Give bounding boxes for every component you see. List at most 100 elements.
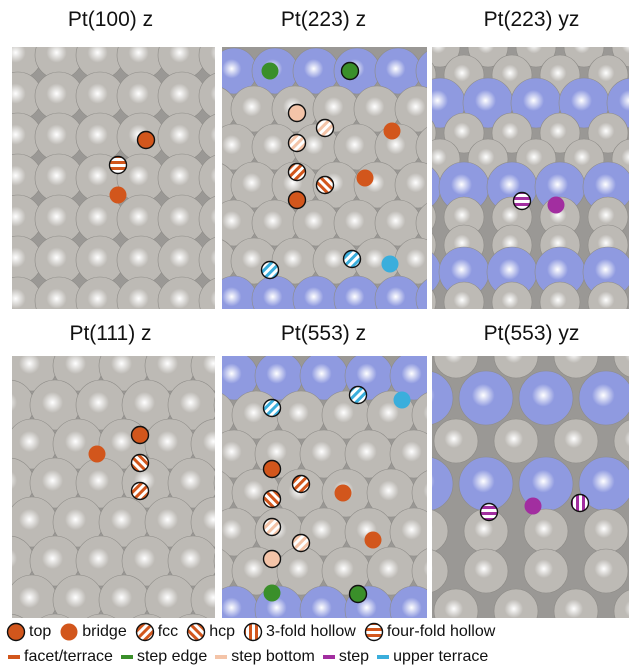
legend-color-upper-terrace: upper terrace — [377, 648, 488, 666]
pt-atom — [433, 356, 479, 379]
legend-swatch-icon — [377, 655, 390, 659]
legend-swatch-icon — [120, 655, 133, 659]
top-site-marker — [262, 459, 282, 479]
step-atom — [458, 456, 514, 512]
pt553-yz-surface-image — [432, 356, 629, 618]
legend-item-hcp: hcp — [186, 622, 235, 642]
bridge-site-marker — [109, 186, 127, 204]
legend-color-step: step — [322, 648, 369, 666]
fcc-site-marker — [291, 474, 311, 494]
panel-pt223-z — [222, 47, 427, 309]
upper-terrace-fcc-marker — [260, 260, 280, 280]
pt100-surface-image — [12, 47, 215, 309]
fcc-site-marker — [130, 481, 150, 501]
pt-atom — [491, 112, 533, 154]
pt553-z-surface-image — [222, 356, 427, 618]
pt-atom — [539, 281, 581, 309]
pt-atom — [493, 588, 539, 618]
legend-label: step bottom — [231, 648, 315, 665]
pt-atom — [583, 508, 629, 554]
pt-atom — [432, 204, 437, 230]
step-atom — [415, 279, 427, 309]
top-site-marker — [287, 190, 307, 210]
legend-label: 3-fold hollow — [265, 623, 356, 640]
step-bottom-top-marker — [262, 549, 282, 569]
legend-label: facet/terrace — [24, 648, 113, 665]
panel-pt553-yz — [432, 356, 629, 618]
pt-atom — [198, 73, 215, 119]
legend-swatch-icon — [215, 655, 228, 659]
step-four-fold-marker — [479, 502, 499, 522]
legend-label: fcc — [157, 623, 179, 640]
pt223-yz-surface-image — [432, 47, 629, 309]
pt-atom — [198, 278, 215, 309]
terrace-bridge-marker — [364, 531, 382, 549]
legend-swatch-icon — [8, 655, 20, 659]
legend-marker-icon — [135, 622, 154, 642]
pt-atom — [213, 396, 215, 414]
pt-atom — [190, 574, 215, 618]
pt223-z-surface-image — [222, 47, 427, 309]
bridge-site-marker — [88, 445, 106, 463]
upper-terrace-fcc-marker — [348, 385, 368, 405]
terrace-bridge-marker — [383, 122, 401, 140]
pt-atom — [12, 613, 24, 618]
pt-atom — [493, 418, 539, 464]
pt-atom — [443, 112, 485, 154]
legend-marker-icon — [186, 622, 206, 642]
pt-atom — [613, 419, 629, 463]
panel-title-pt223-z: Pt(223) z — [280, 8, 367, 31]
pt-atom — [553, 588, 599, 618]
step-bottom-fcc-marker — [315, 118, 335, 138]
hcp-site-marker — [262, 489, 282, 509]
pt-atom — [553, 356, 599, 379]
pt-atom — [86, 613, 116, 618]
pt-atom — [415, 203, 427, 243]
panel-pt111-z — [12, 356, 215, 618]
step-atom — [518, 370, 574, 426]
pt-atom — [132, 613, 162, 618]
pt-atom — [415, 127, 427, 167]
pt-atom — [611, 47, 629, 68]
legend-item-3-fold-hollow: 3-fold hollow — [243, 622, 356, 642]
pt-atom — [213, 552, 215, 570]
legend-color-step-bottom: step bottom — [215, 648, 315, 666]
upper-terrace-bridge-marker — [393, 391, 411, 409]
legend-label: step edge — [136, 648, 208, 665]
pt-atom — [394, 161, 427, 209]
step-bottom-top-marker — [287, 103, 307, 123]
pt-atom — [213, 474, 215, 492]
top-site-marker — [130, 425, 150, 445]
pt-atom — [167, 379, 215, 431]
panel-title-pt553-z: Pt(553) z — [280, 322, 367, 345]
step-atom — [389, 585, 427, 618]
legend-label: hcp — [209, 623, 235, 640]
upper-terrace-hcp-marker — [342, 249, 362, 269]
step-atom — [415, 51, 427, 91]
step-bottom-fcc-marker — [262, 517, 282, 537]
step-atom — [578, 370, 629, 426]
pt-atom — [167, 535, 215, 587]
step-bottom-hcp-marker — [287, 133, 307, 153]
legend-label: four-fold hollow — [386, 623, 496, 640]
fcc-site-marker — [287, 162, 307, 182]
step-edge-bridge-marker — [263, 584, 281, 602]
legend-swatch-icon — [322, 655, 335, 659]
pt-atom — [40, 613, 70, 618]
pt-atom — [394, 85, 427, 133]
legend-item-top: top — [6, 622, 51, 642]
bridge-site-marker — [334, 484, 352, 502]
panel-title-pt100-z: Pt(100) z — [67, 8, 154, 31]
four-fold-hollow-site-marker — [108, 155, 128, 175]
pt-atom — [583, 548, 629, 594]
pt-atom — [178, 613, 208, 618]
legend-marker-icon — [60, 623, 78, 641]
pt-atom — [432, 120, 437, 146]
panel-title-pt223-yz: Pt(223) yz — [483, 8, 580, 31]
pt-atom — [411, 548, 427, 594]
bridge-site-marker — [356, 169, 374, 187]
pt-atom — [389, 507, 427, 557]
step-3-fold-marker — [570, 493, 590, 513]
pt-atom — [491, 281, 533, 309]
pt-atom — [613, 356, 629, 378]
